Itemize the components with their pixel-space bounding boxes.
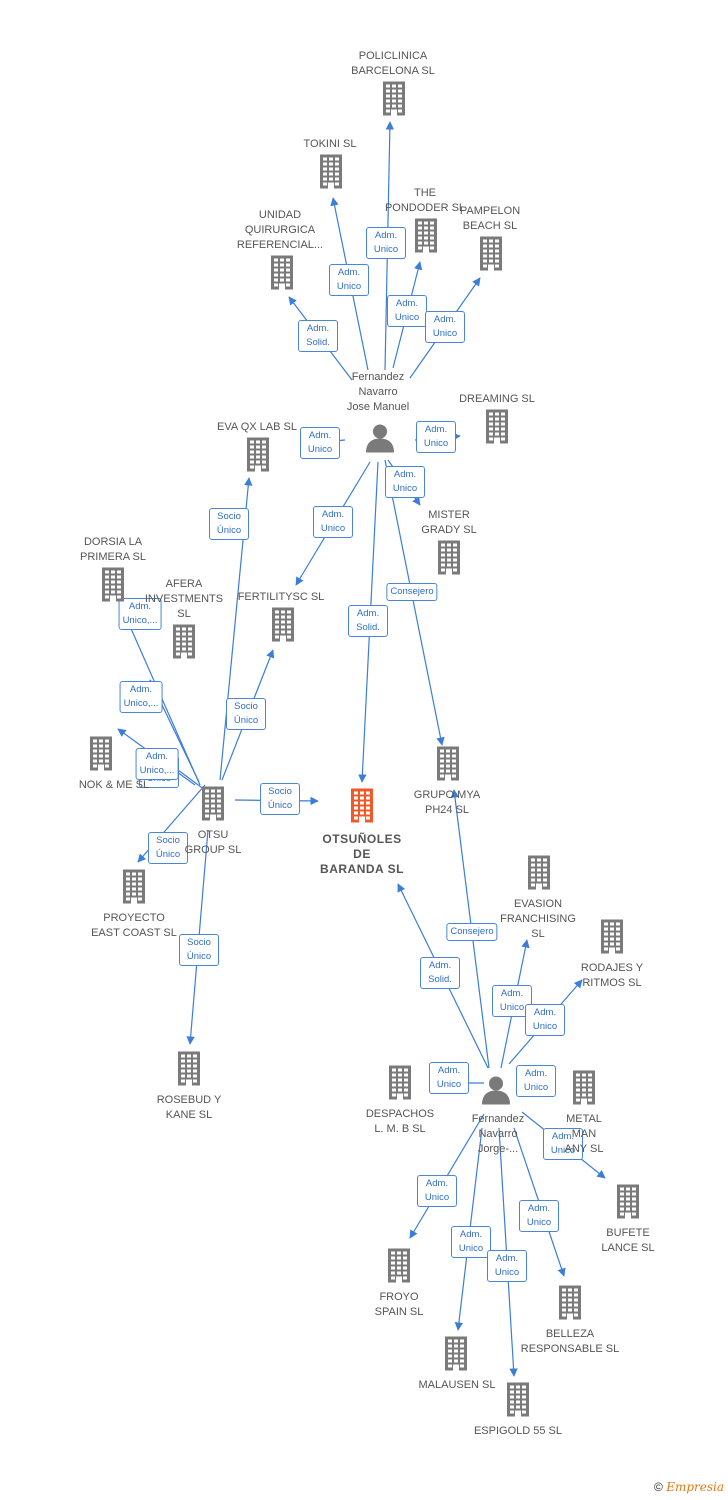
edge-badge-fernandez_jose-tokini[interactable]: Adm. Unico: [329, 264, 369, 296]
edge-badge-otsu-otsunoles[interactable]: Socio Único: [260, 783, 300, 815]
node-label-nokme[interactable]: NOK & ME SL: [78, 779, 150, 791]
node-label-proyecto[interactable]: PROYECTO EAST COAST SL: [91, 912, 177, 939]
node-label-evaqx[interactable]: EVA QX LAB SL: [217, 421, 297, 433]
copyright-symbol: ©: [654, 1480, 663, 1494]
node-label-pondoder[interactable]: THE PONDODER SL: [384, 187, 466, 214]
edge-badge-fernandez_jorge-despachos[interactable]: Adm. Unico: [429, 1062, 469, 1094]
node-label-dorsia[interactable]: DORSIA LA PRIMERA SL: [79, 536, 147, 563]
node-label-otsu[interactable]: OTSU GROUP SL: [184, 829, 242, 856]
building-icon-dorsia[interactable]: [100, 567, 126, 607]
edge-badge-fernandez_jose-unidad[interactable]: Adm. Solid.: [298, 320, 338, 352]
node-label-grupomya[interactable]: GRUPO MYA PH24 SL: [413, 789, 481, 816]
edges-layer: [117, 121, 606, 1377]
building-icon-pondoder[interactable]: [413, 218, 439, 258]
building-icon-unidad[interactable]: [269, 255, 295, 295]
edge-badge-fernandez_jorge-otsunoles[interactable]: Adm. Solid.: [420, 957, 460, 989]
node-label-fernandez_jose[interactable]: Fernandez Navarro Jose Manuel: [346, 371, 410, 413]
node-label-mister[interactable]: MISTER GRADY SL: [421, 509, 477, 536]
node-label-metal[interactable]: METAL MAN ANY SL: [564, 1113, 604, 1155]
building-icon-rodajes[interactable]: [599, 919, 625, 959]
edge-badge-fernandez_jorge-malausen[interactable]: Adm. Unico: [451, 1226, 491, 1258]
edge-badge-fernandez_jorge-bufete[interactable]: Adm. Unico: [543, 1128, 583, 1160]
edge-badge-fernandez_jose-policlinica[interactable]: Adm. Unico: [366, 227, 406, 259]
edge-badge-fernandez_jorge-belleza[interactable]: Adm. Unico: [519, 1200, 559, 1232]
node-label-fernandez_jorge[interactable]: Fernandez Navarro Jorge-...: [471, 1113, 525, 1155]
edge-badge-fernandez_jose-pampelon[interactable]: Adm. Unico: [425, 311, 465, 343]
edge-badge-otsu-dorsia[interactable]: Adm. Unico,...: [118, 598, 162, 630]
node-label-unidad[interactable]: UNIDAD QUIRURGICA REFERENCIAL...: [236, 209, 324, 251]
edge-badge-fernandez_jose-dreaming[interactable]: Adm. Unico: [416, 421, 456, 453]
footer: © Empresia: [654, 1480, 724, 1494]
building-icon-nokme[interactable]: [88, 736, 114, 776]
building-icon-despachos[interactable]: [387, 1065, 413, 1105]
edge-badge-otsu-afera[interactable]: Socio Único: [148, 832, 188, 864]
brand-logo[interactable]: Empresia: [666, 1480, 724, 1494]
building-icon-fertilitysc[interactable]: [270, 607, 296, 647]
building-icon-grupomya[interactable]: [435, 746, 461, 786]
building-icon-afera[interactable]: [171, 624, 197, 664]
node-label-policlinica[interactable]: POLICLINICA BARCELONA SL: [351, 50, 435, 77]
edge-badge-fernandez_jose-fertilitysc[interactable]: Adm. Unico: [313, 506, 353, 538]
node-label-malausen[interactable]: MALAUSEN SL: [418, 1379, 496, 1391]
node-label-bufete[interactable]: BUFETE LANCE SL: [601, 1227, 655, 1254]
edge-badge-fernandez_jorge-froyo[interactable]: Adm. Unico: [417, 1175, 457, 1207]
node-label-tokini[interactable]: TOKINI SL: [303, 138, 357, 150]
node-label-otsunoles[interactable]: OTSUÑOLES DE BARANDA SL: [320, 832, 404, 876]
building-icon-evasion[interactable]: [526, 855, 552, 895]
edge-badge-otsu-evaqx[interactable]: Socio Único: [209, 508, 249, 540]
edge-badge-fernandez_jose-otsunoles[interactable]: Adm. Solid.: [348, 605, 388, 637]
building-icon-mister[interactable]: [436, 540, 462, 580]
edge-badge-fernandez_jorge-metal[interactable]: Adm. Unico: [516, 1065, 556, 1097]
edge-badge-fernandez_jose-evaqx[interactable]: Adm. Unico: [300, 427, 340, 459]
building-icon-otsunoles[interactable]: [349, 788, 375, 828]
building-icon-pampelon[interactable]: [478, 236, 504, 276]
building-icon-dreaming[interactable]: [484, 409, 510, 449]
edge-badge-fernandez_jose-grupomya[interactable]: Consejero: [386, 583, 438, 601]
building-icon-evaqx[interactable]: [245, 437, 271, 477]
edge-otsu-dorsia: [124, 614, 201, 786]
node-label-belleza[interactable]: BELLEZA RESPONSABLE SL: [520, 1328, 620, 1355]
edge-fernandez_jose-grupomya: [384, 459, 445, 746]
node-label-fertilitysc[interactable]: FERTILITYSC SL: [237, 591, 325, 603]
building-icon-bufete[interactable]: [615, 1184, 641, 1224]
building-icon-espigold[interactable]: [505, 1382, 531, 1422]
node-label-dreaming[interactable]: DREAMING SL: [459, 393, 535, 405]
building-icon-malausen[interactable]: [443, 1336, 469, 1376]
building-icon-otsu[interactable]: [200, 786, 226, 826]
edge-badge-fernandez_jose-mister[interactable]: Adm. Unico: [385, 466, 425, 498]
edge-badge-fernandez_jorge-espigold[interactable]: Adm. Unico: [487, 1250, 527, 1282]
building-icon-proyecto[interactable]: [121, 869, 147, 909]
edge-badge-fernandez_jorge-grupomya[interactable]: Consejero: [446, 923, 498, 941]
node-label-despachos[interactable]: DESPACHOS L. M. B SL: [365, 1108, 435, 1135]
building-icon-rosebud[interactable]: [176, 1051, 202, 1091]
edge-badge-fernandez_jorge-rodajes[interactable]: Adm. Unico: [525, 1004, 565, 1036]
building-icon-tokini[interactable]: [318, 154, 344, 194]
edge-badge-otsu-fertilitysc[interactable]: Socio Único: [226, 698, 266, 730]
building-icon-froyo[interactable]: [386, 1248, 412, 1288]
building-icon-belleza[interactable]: [557, 1285, 583, 1325]
person-icon-fernandez_jose[interactable]: [365, 423, 395, 458]
node-label-froyo[interactable]: FROYO SPAIN SL: [374, 1291, 424, 1318]
building-icon-policlinica[interactable]: [381, 81, 407, 121]
edge-badge-otsu-proyecto[interactable]: Adm. Unico,...: [135, 748, 179, 780]
building-icon-metal[interactable]: [571, 1070, 597, 1110]
edge-badge-otsu-rosebud[interactable]: Socio Único: [179, 934, 219, 966]
node-label-evasion[interactable]: EVASION FRANCHISING SL: [500, 898, 576, 940]
node-label-afera[interactable]: AFERA INVESTMENTS SL: [144, 578, 224, 620]
person-icon-fernandez_jorge[interactable]: [481, 1075, 511, 1110]
node-label-pampelon[interactable]: PAMPELON BEACH SL: [459, 205, 521, 232]
edge-badge-otsu-nokme[interactable]: Adm. Unico,...: [119, 681, 163, 713]
node-label-rodajes[interactable]: RODAJES Y RITMOS SL: [580, 962, 644, 989]
node-label-rosebud[interactable]: ROSEBUD Y KANE SL: [156, 1094, 222, 1121]
node-label-espigold[interactable]: ESPIGOLD 55 SL: [473, 1425, 563, 1437]
edge-badge-fernandez_jose-pondoder[interactable]: Adm. Unico: [387, 295, 427, 327]
